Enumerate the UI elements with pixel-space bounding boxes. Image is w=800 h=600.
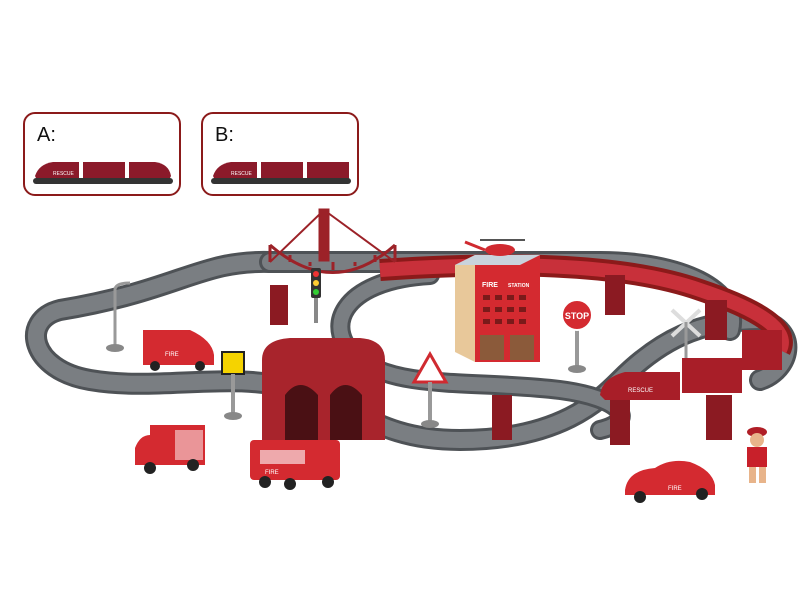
variant-a-train: RESCUE [33,162,173,184]
street-lamp [106,281,131,352]
fire-car: FIRE [625,460,715,503]
firefighter-figure [747,427,767,483]
variant-a-label: A: [37,124,56,146]
helicopter [464,239,525,256]
variant-b-train: RESCUE [211,162,351,184]
variant-a-box: A: RESCUE [23,112,181,196]
tunnel [262,338,385,440]
fire-ambulance [135,425,205,474]
railroad-crossing [670,308,702,360]
suspension-bridge [268,208,397,274]
tunnel-sign [221,351,245,420]
rescue-train: RESCUE [600,330,782,400]
fire-truck: FIRE [250,440,340,490]
fire-van: FIRE [143,330,214,371]
variant-b-train-text: RESCUE [231,171,253,177]
stop-sign: STOP [561,299,593,373]
stop-sign-text: STOP [565,311,589,321]
truck-text: FIRE [265,470,279,476]
fire-station: FIRE STATION [455,255,540,362]
traffic-light [311,268,321,323]
train-text: RESCUE [628,388,653,394]
van-text: FIRE [165,352,179,358]
warning-sign [411,350,449,428]
car-text: FIRE [668,486,682,492]
track-pillars [270,275,732,445]
station-sign-station: STATION [508,283,530,289]
variant-b-label: B: [215,124,234,146]
variant-a-train-text: RESCUE [53,171,75,177]
station-sign-fire: FIRE [482,282,498,289]
variant-b-box: B: RESCUE [201,112,359,196]
